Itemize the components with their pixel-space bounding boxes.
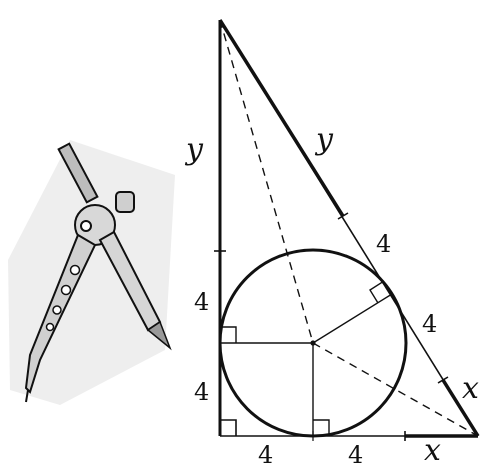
tick-hyp-upper <box>337 212 349 220</box>
label-left-upper-4: 4 <box>194 288 210 316</box>
right-angle-hyp-tangent <box>369 280 385 304</box>
segment-x-hypotenuse <box>441 379 480 437</box>
triangle-figure <box>214 19 480 441</box>
label-hyp-upper-4: 4 <box>376 230 392 258</box>
compass-pencil-tip <box>146 320 172 351</box>
label-hyp-lower-4: 4 <box>422 310 438 338</box>
bisector-top <box>219 19 314 344</box>
compass-handle <box>57 142 99 204</box>
right-angle-bottom-tangent <box>313 419 330 436</box>
bisector-right <box>312 342 479 437</box>
tick-hyp-lower <box>437 376 449 384</box>
label-bottom-left-4: 4 <box>258 441 274 469</box>
segment-y-hypotenuse <box>218 19 345 217</box>
right-angle-left-tangent <box>220 326 237 343</box>
compass-leg-hole <box>45 322 55 332</box>
label-bottom-mid-4: 4 <box>348 441 364 469</box>
label-bottom-x: x <box>424 433 441 468</box>
compass-needle <box>25 389 29 403</box>
label-left-lower-4: 4 <box>194 378 210 406</box>
compass-leg-hole <box>69 264 81 276</box>
label-hyp-x: x <box>462 371 479 406</box>
radius-hypotenuse <box>312 293 393 344</box>
compass-hinge-screw <box>80 220 92 232</box>
label-left-y: y <box>186 132 203 167</box>
label-hyp-y: y <box>316 122 333 157</box>
compass-knob <box>115 191 135 213</box>
right-angle-corner <box>220 419 237 436</box>
compass-leg-hole <box>60 284 72 296</box>
compass-illustration <box>8 140 175 405</box>
compass-leg-hole <box>52 305 62 315</box>
